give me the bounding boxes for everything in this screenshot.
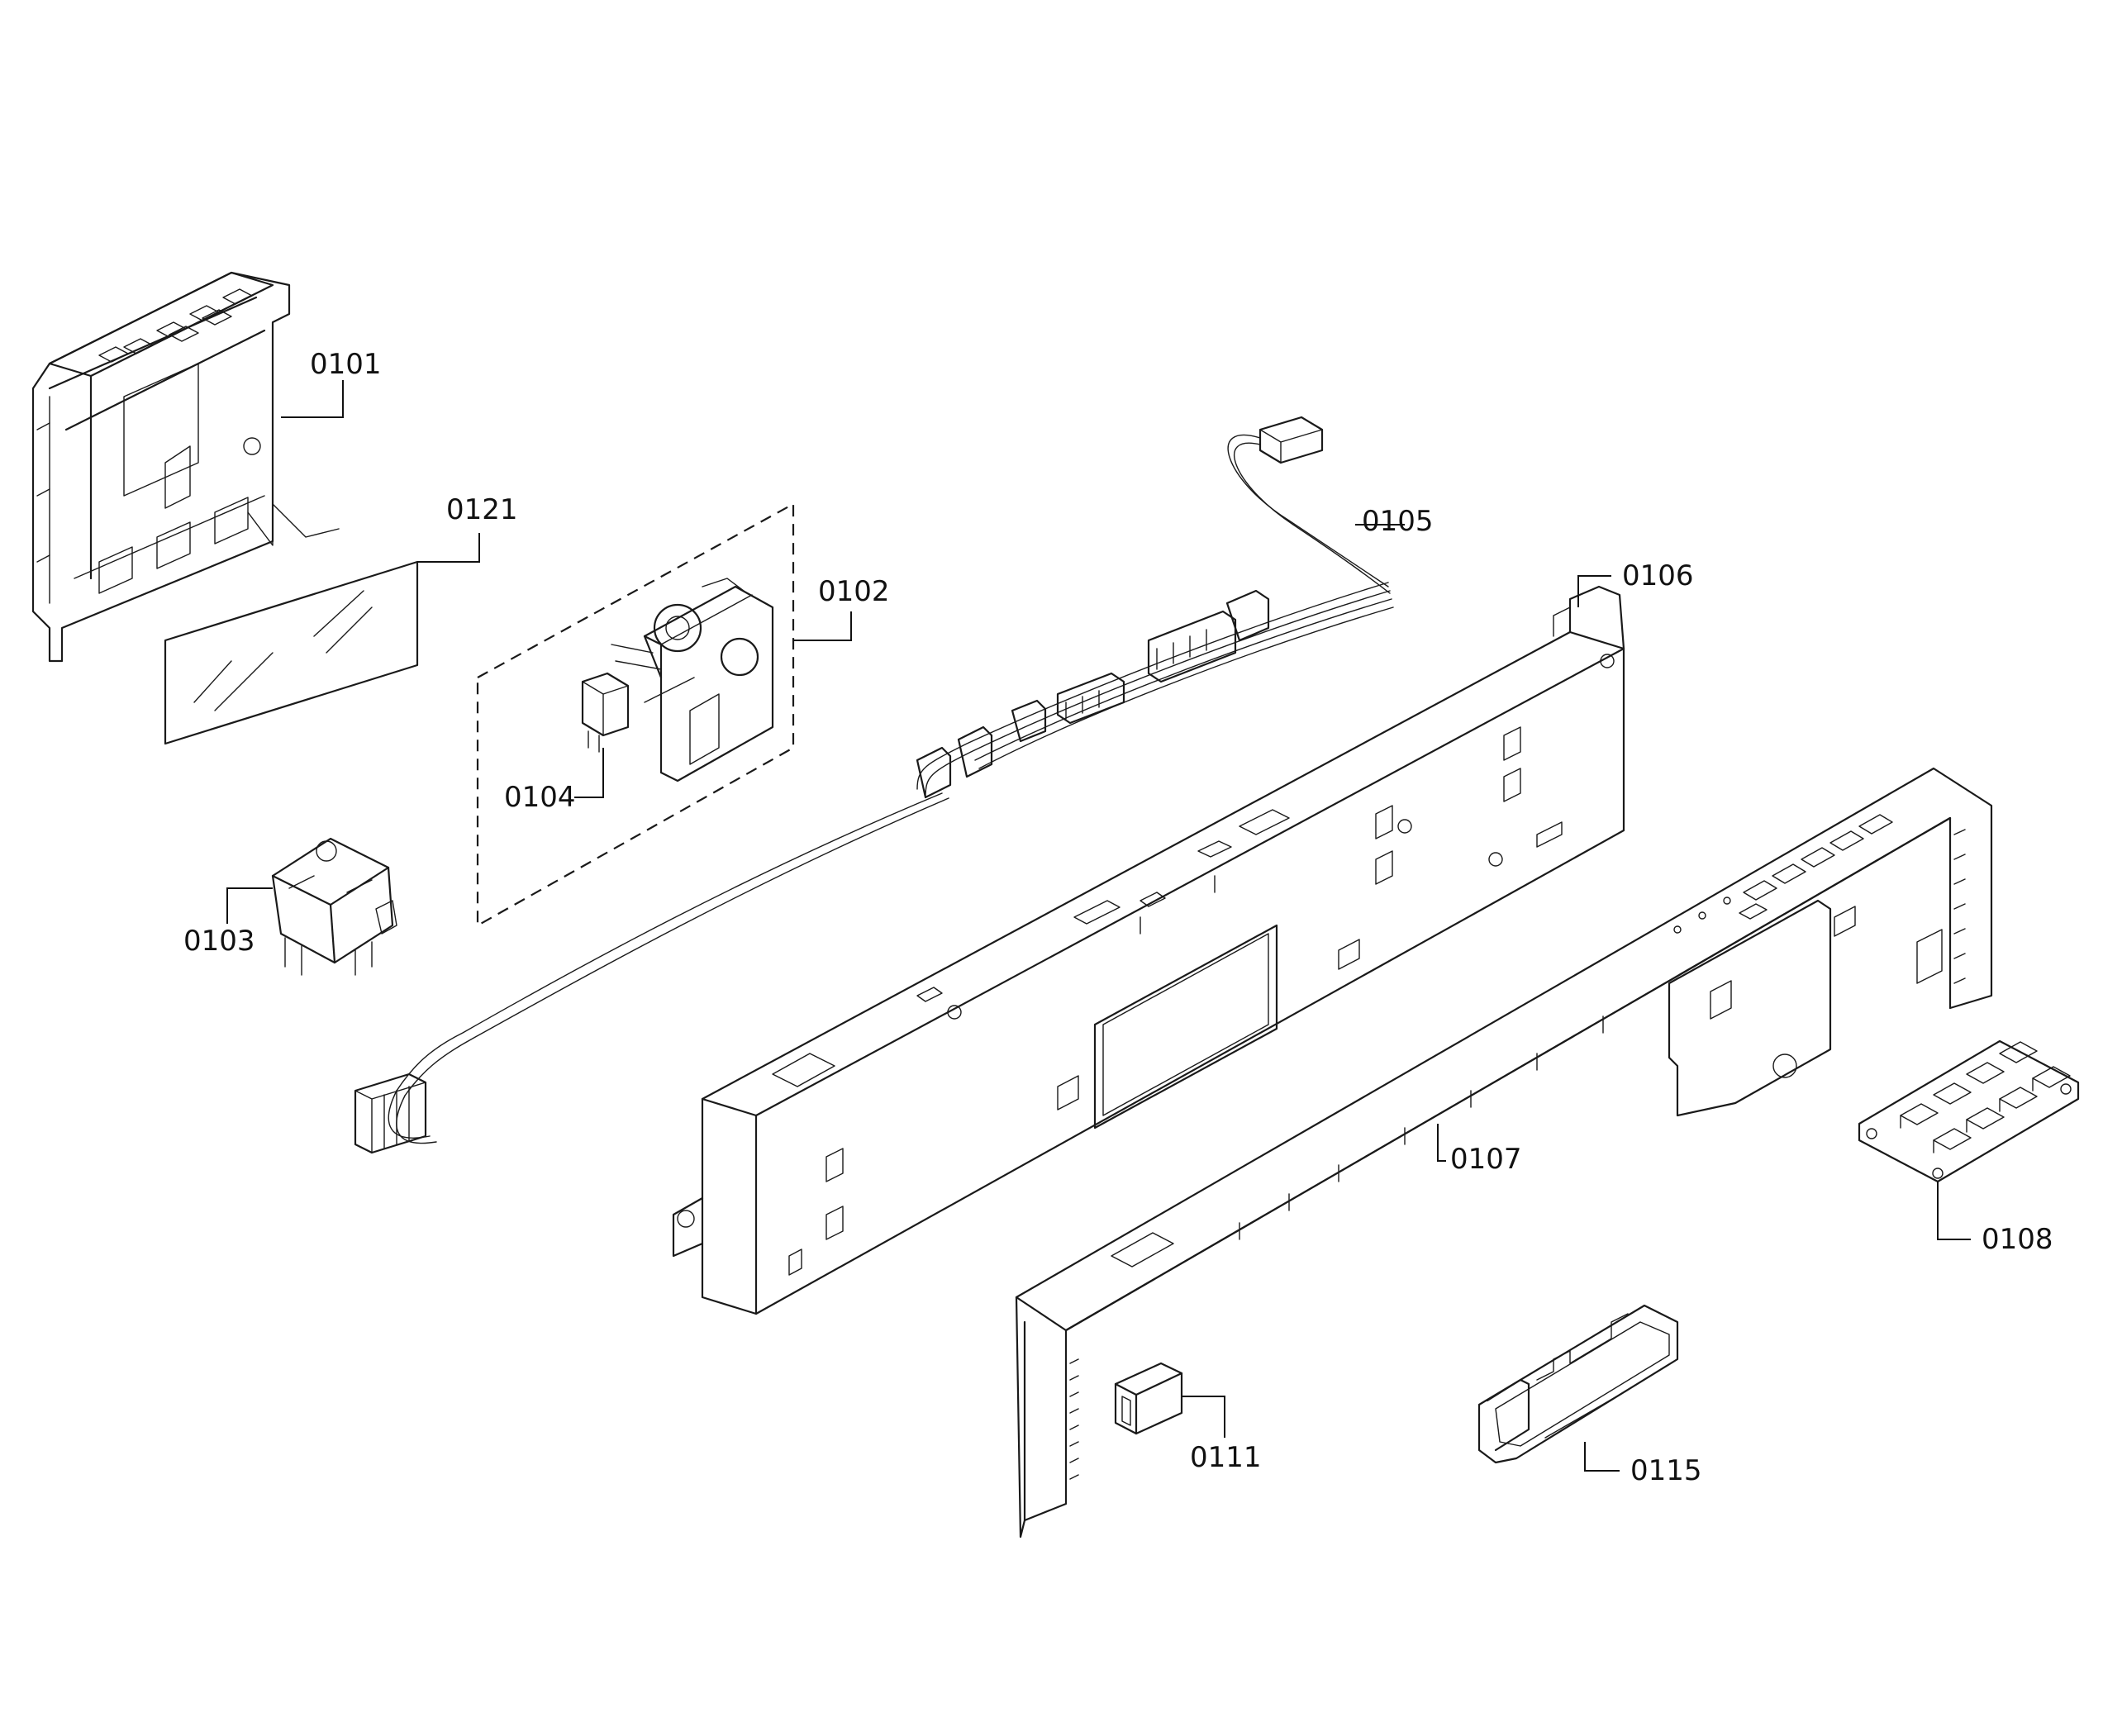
leader-0115 <box>1584 1442 1620 1472</box>
part-0115-handle <box>1477 1304 1679 1464</box>
callout-0103: 0103 <box>183 925 255 958</box>
leader-0111 <box>1182 1396 1225 1438</box>
leader-0103 <box>226 887 273 924</box>
part-0102-switch-assembly <box>476 502 795 927</box>
callout-0105: 0105 <box>1362 505 1434 538</box>
callout-0107: 0107 <box>1450 1143 1522 1176</box>
part-0104-relay <box>581 672 630 753</box>
part-0103-door-switch <box>271 837 397 976</box>
callout-0108: 0108 <box>1982 1223 2053 1256</box>
leader-0108 <box>1937 1182 1971 1240</box>
leader-0101 <box>281 380 344 418</box>
callout-0111: 0111 <box>1190 1441 1262 1474</box>
part-0107-control-panel-fascia <box>1015 767 1993 1539</box>
callout-0121: 0121 <box>446 493 518 526</box>
part-0121-panel-cover <box>164 503 419 745</box>
part-0108-keypad <box>1858 1039 2080 1183</box>
callout-0115: 0115 <box>1630 1454 1702 1487</box>
part-0111-connector <box>1114 1362 1183 1435</box>
leader-0104 <box>574 748 604 798</box>
callout-0101: 0101 <box>310 348 382 381</box>
part-0101-control-module <box>31 271 291 663</box>
leader-0106 <box>1577 575 1611 607</box>
part-0106-inner-frame <box>672 585 1625 1315</box>
callout-0106: 0106 <box>1622 559 1694 592</box>
callout-0104: 0104 <box>504 781 576 814</box>
leader-0102 <box>793 611 852 641</box>
leader-0107 <box>1437 1124 1446 1162</box>
part-0105-wire-harness <box>354 416 1394 1154</box>
callout-0102: 0102 <box>818 575 890 608</box>
leader-0121 <box>417 533 480 563</box>
